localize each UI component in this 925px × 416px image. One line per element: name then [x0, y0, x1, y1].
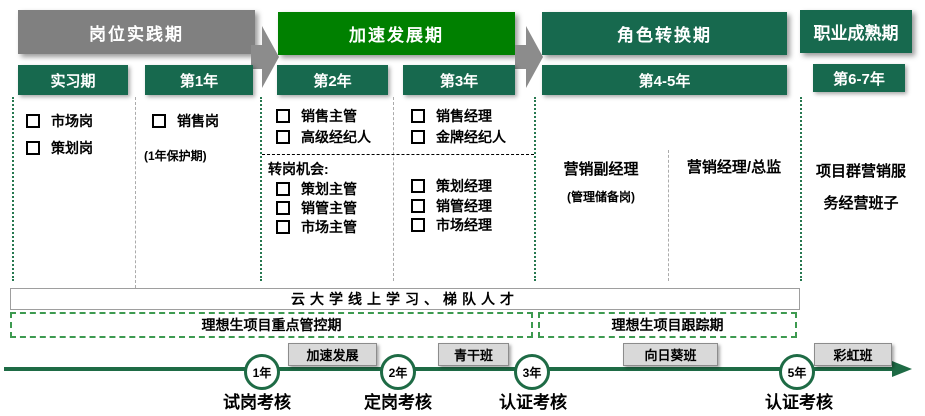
list-item-label: 金牌经纪人 [436, 129, 506, 145]
separator-dashed-col1-2 [135, 97, 136, 288]
list-item-label: 销管经理 [436, 198, 492, 214]
checkbox-icon [411, 109, 425, 123]
class-button-young-cadre: 青干班 [438, 343, 509, 366]
stage-arrow-icon [251, 26, 279, 88]
list-item-label: 策划经理 [436, 178, 492, 194]
year-box-internship: 实习期 [18, 65, 128, 95]
class-button-rainbow: 彩虹班 [814, 343, 892, 366]
year-box-year6-7: 第6-7年 [813, 64, 905, 92]
milestone-circle-year2: 2年 [380, 354, 416, 390]
list-item: 销售经理 [411, 107, 492, 125]
list-item-label: 销管主管 [301, 200, 357, 216]
band-key-control-period: 理想生项目重点管控期 [10, 312, 533, 338]
separator-dashed-col5 [668, 150, 669, 281]
list-item: 市场岗 [26, 112, 93, 130]
year-box-year2: 第2年 [277, 65, 388, 95]
list-item-label: 销售主管 [301, 108, 357, 124]
list-item: 市场经理 [411, 216, 492, 234]
timeline-arrow-icon [892, 361, 912, 377]
checkbox-icon [26, 114, 40, 128]
band-tracking-period: 理想生项目跟踪期 [538, 312, 797, 338]
checkbox-icon [276, 130, 290, 144]
list-item-label: 市场主管 [301, 219, 357, 235]
milestone-label-certification-assessment-2: 认证考核 [765, 393, 833, 412]
list-item: 销售主管 [276, 107, 357, 125]
list-item: 策划岗 [26, 139, 93, 157]
class-button-accelerated-development: 加速发展 [288, 343, 377, 366]
protection-period-note: (1年保护期) [144, 149, 207, 163]
separator-dashed-col3-4 [393, 97, 394, 281]
list-item: 金牌经纪人 [411, 128, 506, 146]
milestone-label-trial-assessment: 试岗考核 [223, 393, 291, 412]
milestone-label-post-assessment: 定岗考核 [364, 393, 432, 412]
list-item: 高级经纪人 [276, 128, 371, 146]
year-box-year1: 第1年 [145, 65, 253, 95]
list-item: 策划主管 [276, 180, 357, 198]
checkbox-icon [276, 182, 290, 196]
year-box-year4-5: 第4-5年 [542, 65, 787, 95]
checkbox-icon [276, 220, 290, 234]
milestone-circle-year5: 5年 [779, 354, 815, 390]
role-project-group-line2: 务经营班子 [823, 195, 899, 212]
timeline-line [4, 367, 894, 371]
milestone-label-certification-assessment-1: 认证考核 [499, 393, 567, 412]
stage-header-practice: 岗位实践期 [18, 10, 255, 54]
list-item: 销售岗 [152, 112, 219, 130]
list-item: 销管主管 [276, 199, 357, 217]
role-project-group-line1: 项目群营销服 [815, 163, 906, 180]
role-marketing-manager-director: 营销经理/总监 [686, 159, 782, 176]
checkbox-icon [152, 114, 166, 128]
list-item-label: 高级经纪人 [301, 129, 371, 145]
milestone-circle-year1: 1年 [244, 354, 280, 390]
checkbox-icon [276, 201, 290, 215]
stage-header-role-transition: 角色转换期 [542, 12, 787, 55]
separator-dotted-stage1-2 [260, 97, 262, 281]
list-item-label: 策划岗 [51, 140, 93, 156]
year-box-year3: 第3年 [403, 65, 515, 95]
list-item-label: 市场岗 [51, 113, 93, 129]
checkbox-icon [411, 218, 425, 232]
transfer-opportunity-title: 转岗机会: [268, 161, 329, 177]
list-item-label: 市场经理 [436, 217, 492, 233]
class-button-sunflower: 向日葵班 [623, 343, 718, 366]
stage-header-acceleration: 加速发展期 [278, 12, 515, 55]
list-item: 市场主管 [276, 218, 357, 236]
list-item-label: 策划主管 [301, 181, 357, 197]
list-item-label: 销售经理 [436, 108, 492, 124]
management-reserve-note: (管理储备岗) [567, 190, 635, 204]
separator-dotted-left [12, 97, 14, 281]
checkbox-icon [411, 130, 425, 144]
checkbox-icon [411, 179, 425, 193]
list-item: 策划经理 [411, 177, 492, 195]
list-item: 销管经理 [411, 197, 492, 215]
band-online-learning: 云大学线上学习、梯队人才 [10, 288, 800, 310]
role-deputy-manager: 营销副经理 [563, 161, 639, 178]
stage-arrow-icon [515, 26, 543, 88]
checkbox-icon [26, 141, 40, 155]
separator-dotted-stage3-4 [800, 97, 802, 281]
list-item-label: 销售岗 [177, 113, 219, 129]
checkbox-icon [411, 199, 425, 213]
milestone-circle-year3: 3年 [514, 354, 550, 390]
stage-header-maturity: 职业成熟期 [800, 10, 912, 53]
checkbox-icon [276, 109, 290, 123]
separator-transfer-divider [262, 154, 534, 155]
separator-dotted-stage2-3 [534, 97, 536, 281]
